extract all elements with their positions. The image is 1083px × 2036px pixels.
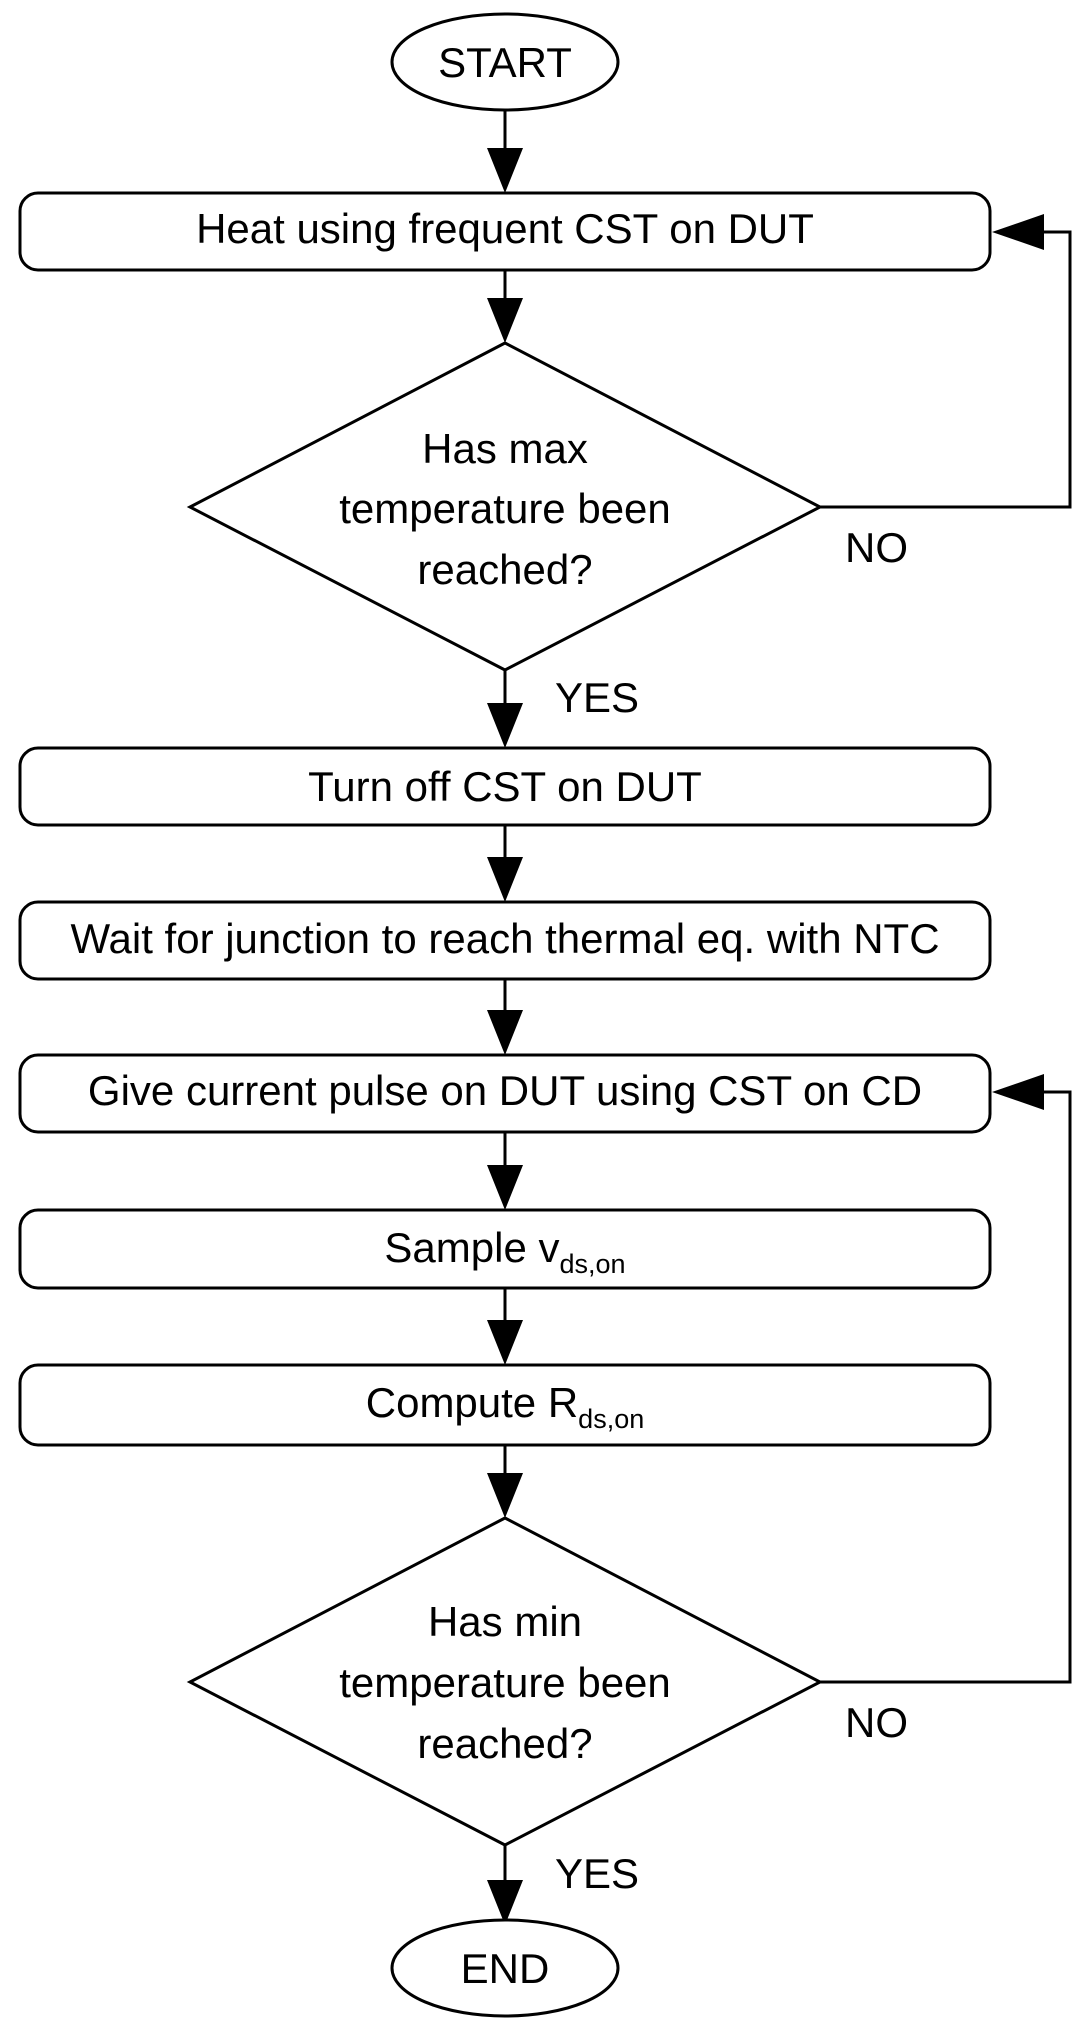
arrowhead-down-end [487,1880,523,1925]
process-turn-off-label: Turn off CST on DUT [308,763,702,810]
process-pulse: Give current pulse on DUT using CST on C… [18,1053,992,1134]
arrowhead-down-pulse [487,1010,523,1055]
decision-min-line-3: reached? [417,1720,592,1767]
decision-min-line-2: temperature been [339,1659,671,1706]
arrowhead-down-turnoff [487,703,523,748]
process-compute-box [18,1363,992,1447]
process-heat-box [18,191,992,272]
arrowhead-down-sample [487,1165,523,1210]
process-sample-subscript: ds,on [560,1249,626,1279]
decision-max-temperature: Has max temperature been reached? [186,341,824,672]
process-sample-box [18,1208,992,1290]
decision-max-line-3: reached? [417,546,592,593]
process-sample-label: Sample vds,on [384,1224,625,1279]
process-sample-main: Sample v [384,1224,559,1271]
process-compute-label: Compute Rds,on [366,1379,644,1434]
connector-min-no-loop [820,1090,1072,1684]
process-wait-box [18,900,992,981]
process-pulse-box [18,1053,992,1134]
decision-max-line-2: temperature been [339,485,671,532]
branch-label-min-yes: YES [555,1850,639,1897]
arrowhead-left-pulse [992,1074,1044,1110]
arrowhead-down-wait [487,857,523,902]
decision-min-temperature: Has min temperature been reached? [186,1516,824,1847]
branch-label-min-no: NO [845,1699,908,1746]
arrowhead-down-max-decision [487,298,523,343]
process-sample: Sample vds,on [18,1208,992,1290]
arrowhead-down-compute [487,1320,523,1365]
decision-max-diamond [186,341,824,672]
process-compute: Compute Rds,on [18,1363,992,1447]
start-ellipse [390,12,620,112]
connectors [503,110,1072,1890]
end-label: END [461,1945,550,1992]
process-pulse-label: Give current pulse on DUT using CST on C… [88,1067,922,1114]
process-turn-off-box [18,746,992,827]
process-heat: Heat using frequent CST on DUT [18,191,992,272]
decision-min-line-1: Has min [428,1598,582,1645]
decision-max-line-1: Has max [422,425,588,472]
arrowhead-left-heat [992,214,1044,250]
arrowhead-down-min-decision [487,1473,523,1518]
process-wait-label: Wait for junction to reach thermal eq. w… [70,915,939,962]
branch-label-max-yes: YES [555,674,639,721]
arrowhead-down-heat [487,148,523,193]
branch-label-max-no: NO [845,524,908,571]
start-terminal: START [390,12,620,112]
end-ellipse [390,1918,620,2018]
process-wait: Wait for junction to reach thermal eq. w… [18,900,992,981]
decision-min-diamond [186,1516,824,1847]
connector-max-no-loop [820,230,1072,509]
start-label: START [438,39,572,86]
process-compute-main: Compute R [366,1379,578,1426]
arrowheads [487,148,1044,1925]
process-compute-subscript: ds,on [578,1404,644,1434]
end-terminal: END [390,1918,620,2018]
process-heat-label: Heat using frequent CST on DUT [196,205,814,252]
process-turn-off: Turn off CST on DUT [18,746,992,827]
